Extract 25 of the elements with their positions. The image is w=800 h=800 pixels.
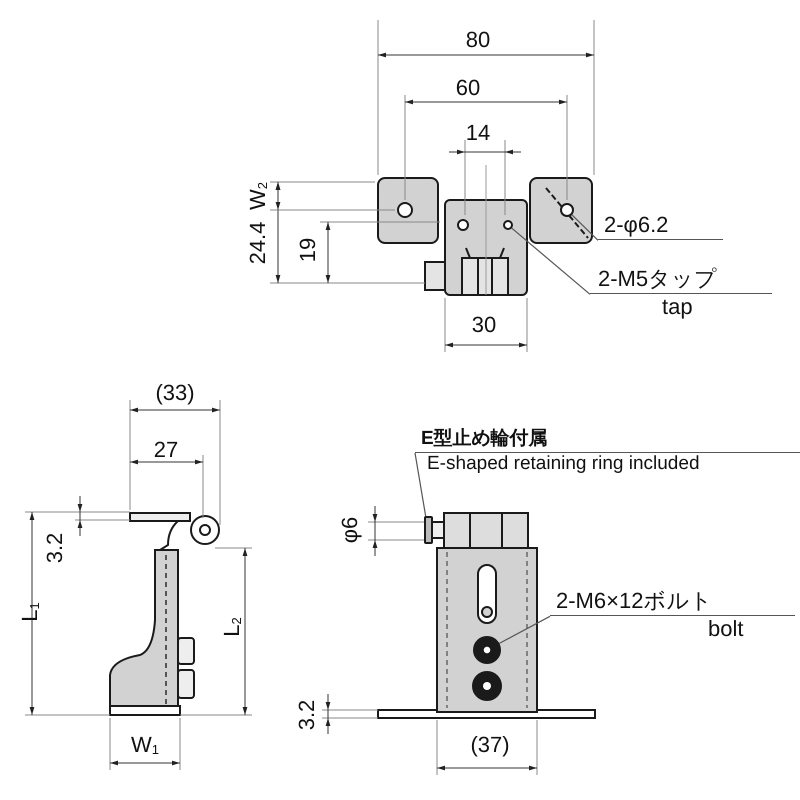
callout-text: E型止め輪付属 [415,428,800,453]
dimension-value: 24.4 [247,222,269,264]
leader-line [511,228,590,295]
callout-text: tap [661,294,693,321]
dimension-value: W$_{1}$ [131,734,159,756]
callout-text: 2-M6×12ボルト [550,588,795,616]
dimension-value: 3.2 [296,700,318,730]
dimension-value: 14 [466,122,490,144]
leader-line [572,214,598,241]
dimension-value: (33) [155,382,195,404]
dimension-value: φ6 [339,516,361,544]
callout-text: 2-M5タップ [590,266,772,294]
dimension-value: (37) [470,734,510,756]
dimension-value: 30 [472,314,496,336]
retaining-ring [424,516,432,544]
dimension-value: 19 [297,238,319,262]
dimension-value: 27 [154,439,178,461]
dimension-value: 60 [456,77,480,99]
leader-line [499,616,550,644]
dimension-value: 3.2 [44,532,66,564]
dimension-value: 80 [466,29,490,51]
leader-line [414,452,426,516]
callout-text: bolt [707,616,744,643]
callout-text: E-shaped retaining ring included [426,452,700,476]
callout-text: 2-φ6.2 [598,212,723,240]
